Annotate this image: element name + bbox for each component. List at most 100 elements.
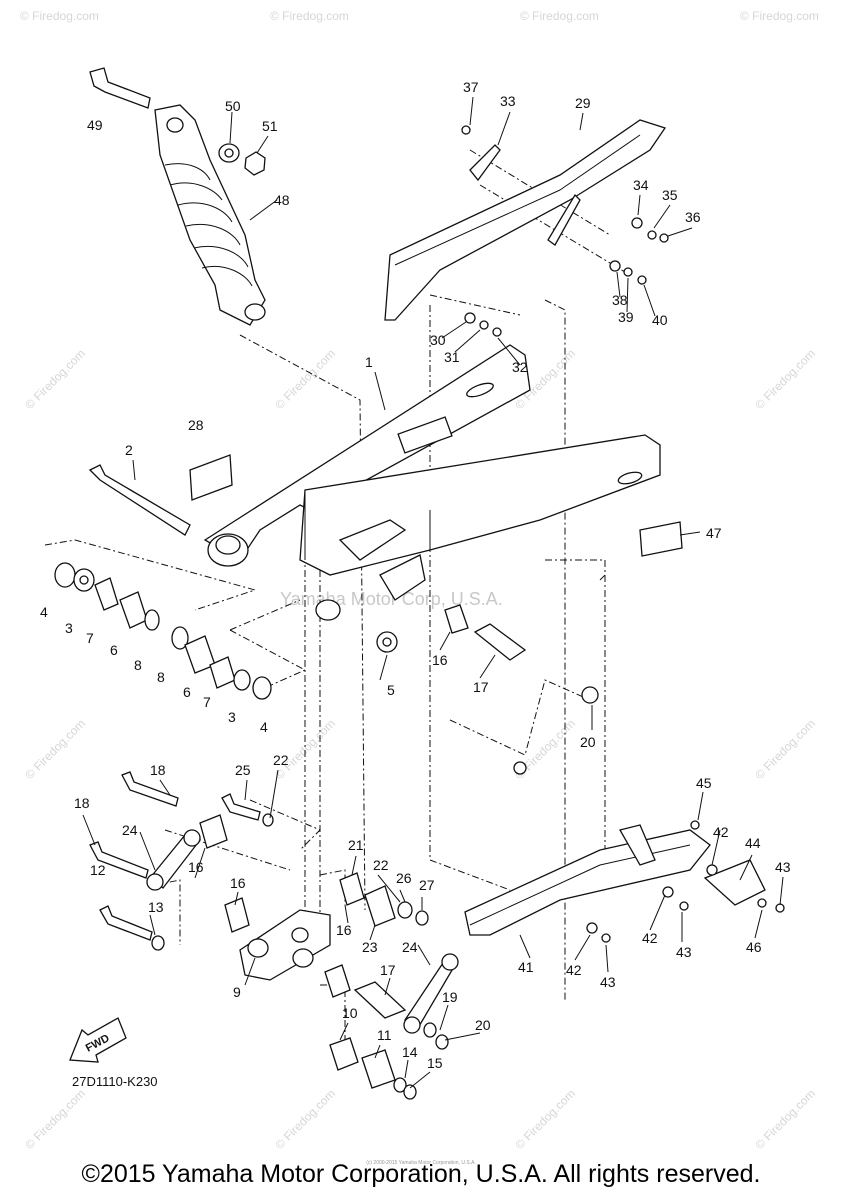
callout-label: 16 (230, 875, 246, 891)
pivot-bushings (54, 562, 272, 700)
watermark: © Firedog.com (22, 346, 88, 412)
callout-label: 20 (580, 734, 596, 750)
callout-label: 42 (713, 824, 729, 840)
callout-label: 47 (706, 525, 722, 541)
callout-label: 8 (134, 657, 142, 673)
callout-label: 43 (676, 944, 692, 960)
callout-label: 6 (183, 684, 191, 700)
leader-lines (82, 96, 784, 1089)
shock-bolt (89, 67, 151, 109)
callout-label: 33 (500, 93, 516, 109)
callout-label: 49 (87, 117, 103, 133)
callout-label: 4 (260, 719, 268, 735)
callout-label: 3 (228, 709, 236, 725)
callout-label: 40 (652, 312, 668, 328)
callout-label: 44 (745, 835, 761, 851)
watermark: © Firedog.com (270, 9, 349, 23)
link-bolts (89, 771, 274, 951)
watermark: © Firedog.com (740, 9, 819, 23)
callout-label: 32 (512, 359, 528, 375)
callout-label: 43 (600, 974, 616, 990)
watermark: © Firedog.com (272, 1086, 338, 1152)
callout-label: 22 (273, 752, 289, 768)
watermark: © Firedog.com (752, 716, 818, 782)
callout-label: 26 (396, 870, 412, 886)
callout-label: 12 (90, 862, 106, 878)
callout-label: 15 (427, 1055, 443, 1071)
relay-arm-collars (376, 604, 599, 775)
callout-label: 39 (618, 309, 634, 325)
callout-label: 22 (373, 857, 389, 873)
callout-label: 36 (685, 209, 701, 225)
relay-arm (239, 909, 331, 981)
callout-label: 2 (125, 442, 133, 458)
callout-label: 1 (365, 354, 373, 370)
pivot-shaft (88, 464, 191, 536)
callout-label: 25 (235, 762, 251, 778)
rear-shock (154, 104, 266, 326)
watermark: © Firedog.com (512, 1086, 578, 1152)
callout-label: 19 (442, 989, 458, 1005)
callout-label: 9 (233, 984, 241, 1000)
callout-label: 45 (696, 775, 712, 791)
callout-label: 18 (150, 762, 166, 778)
callout-label: 13 (148, 899, 164, 915)
callout-label: 27 (419, 877, 435, 893)
callout-label: 16 (336, 922, 352, 938)
callout-label: 34 (633, 177, 649, 193)
callout-label: 48 (274, 192, 290, 208)
copyright-notice: ©2015 Yamaha Motor Corporation, U.S.A. A… (81, 1160, 761, 1188)
callout-label: 7 (86, 630, 94, 646)
drawing-code: 27D1110-K230 (72, 1074, 158, 1089)
callout-label: 4 (40, 604, 48, 620)
callout-label: 18 (74, 795, 90, 811)
callout-label: 17 (473, 679, 489, 695)
connecting-rods (146, 829, 459, 1034)
callout-label: 10 (342, 1005, 358, 1021)
shock-nuts (218, 143, 266, 176)
callout-label: 20 (475, 1017, 491, 1033)
callout-label: 30 (430, 332, 446, 348)
callout-label: 8 (157, 669, 165, 685)
fwd-arrow: FWD (69, 1017, 127, 1063)
watermark: © Firedog.com (22, 716, 88, 782)
callout-label: 28 (188, 417, 204, 433)
callout-label: 24 (402, 939, 418, 955)
callout-label: 35 (662, 187, 678, 203)
fine-print: (c) 2000-2015 Yamaha Motor Corporation, … (366, 1160, 476, 1166)
callout-label: 11 (377, 1027, 392, 1043)
callout-label: 37 (463, 79, 479, 95)
callout-label: 21 (348, 837, 364, 853)
callout-label: 17 (380, 962, 396, 978)
callout-label: 3 (65, 620, 73, 636)
callout-label: 14 (402, 1044, 418, 1060)
callout-label: 5 (387, 682, 395, 698)
labels-decals (189, 454, 683, 557)
callout-label: 31 (444, 349, 460, 365)
callout-label: 46 (746, 939, 762, 955)
watermark: © Firedog.com (20, 9, 99, 23)
relay-bushings (199, 814, 449, 1100)
callout-label: 41 (518, 959, 534, 975)
watermark: © Firedog.com (520, 9, 599, 23)
swingarm (203, 344, 661, 621)
callout-label: 7 (203, 694, 211, 710)
callout-label: 16 (432, 652, 448, 668)
callout-label: 23 (362, 939, 378, 955)
watermark: © Firedog.com (22, 1086, 88, 1152)
callout-label: 51 (262, 118, 278, 134)
watermark: © Firedog.com (272, 346, 338, 412)
callout-label: 42 (642, 930, 658, 946)
small-hardware (461, 125, 785, 943)
callout-label: 43 (775, 859, 791, 875)
callout-label: 16 (188, 859, 204, 875)
callout-label: 24 (122, 822, 138, 838)
callout-label: 29 (575, 95, 591, 111)
lower-chain-protector (464, 820, 766, 936)
callout-label: 38 (612, 292, 628, 308)
watermark: © Firedog.com (752, 1086, 818, 1152)
callout-label: 50 (225, 98, 241, 114)
callout-label: 42 (566, 962, 582, 978)
watermark: © Firedog.com (752, 346, 818, 412)
